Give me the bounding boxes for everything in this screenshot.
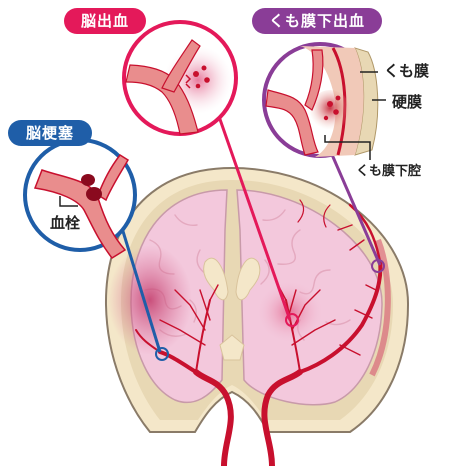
clot-label: 血栓 (50, 212, 80, 233)
subarachnoid-space-label: くも膜下腔 (356, 160, 421, 179)
infarction-tag: 脳梗塞 (8, 120, 92, 146)
hemorrhage-magnified (124, 22, 236, 134)
infarct-region (108, 245, 192, 355)
arachnoid-label: くも膜 (384, 60, 429, 81)
hemorrhage-tag: 脳出血 (64, 8, 146, 34)
subarachnoid-magnified (264, 44, 386, 160)
subarachnoid-tag: くも膜下出血 (252, 8, 382, 34)
dura-label: 硬膜 (392, 91, 422, 112)
